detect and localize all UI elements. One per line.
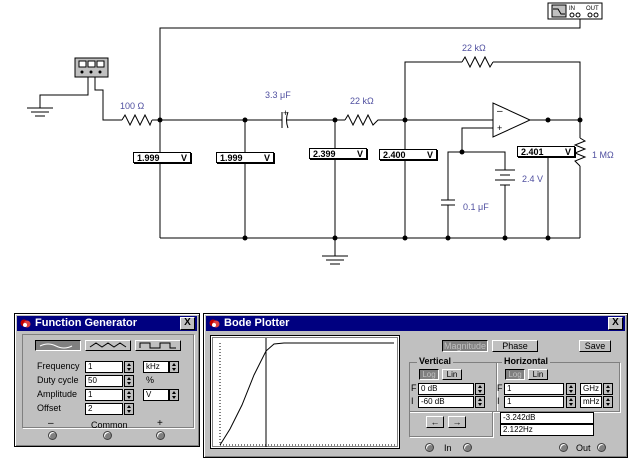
out-label: Out [576,443,591,453]
bode-icon-out-label: OUT [586,6,599,12]
cursor-left-button[interactable]: ← [426,416,444,428]
horizontal-log-button[interactable]: Log [505,369,525,380]
app-icon [20,319,31,328]
readout-db: -3.242dB [500,412,594,424]
amplitude-unit-spinner[interactable] [169,389,179,401]
common-terminal[interactable] [103,431,112,440]
duty-cycle-unit: % [146,375,155,385]
potentiometer-label: 1 MΩ [592,150,614,160]
bode-plotter-titlebar[interactable]: Bode Plotter X [206,316,625,331]
settings-group [22,334,194,428]
horizontal-title: Horizontal [502,356,550,366]
duty-cycle-spinner[interactable] [124,375,134,387]
capacitor-bias-label: 0.1 μF [463,202,489,212]
horizontal-final-unit-spinner[interactable] [603,383,613,395]
vertical-f-label: F [411,383,417,393]
vertical-initial-input[interactable]: -60 dB [418,396,474,408]
vertical-final-input[interactable]: 0 dB [418,383,474,395]
phase-button[interactable]: Phase [492,340,538,352]
resistor-100-label: 100 Ω [120,101,145,111]
cursor-right-button[interactable]: → [448,416,466,428]
in-terminal-plus[interactable] [463,443,472,452]
resistor-22k-label: 22 kΩ [350,96,374,106]
arrow-left-icon: ← [430,417,440,427]
close-button[interactable]: X [608,317,623,330]
function-generator-titlebar[interactable]: Function Generator X [17,316,197,331]
in-label: In [444,443,452,453]
bode-trace [219,342,394,446]
magnitude-button[interactable]: Magnitude [442,340,488,352]
frequency-label: Frequency [37,361,80,371]
bode-plot-screen[interactable] [210,335,400,449]
vertical-initial-spinner[interactable] [475,396,485,408]
amplitude-label: Amplitude [37,389,78,399]
arrow-right-icon: → [452,417,462,427]
horizontal-f-label: F [497,383,503,393]
battery-label: 2.4 V [522,174,544,184]
amplitude-unit-input[interactable]: V [143,389,169,401]
amplitude-input[interactable]: 1 [85,389,123,401]
frequency-unit-spinner[interactable] [169,361,179,373]
svg-text:+: + [497,123,502,133]
horizontal-final-unit[interactable]: GHz [580,383,602,395]
horizontal-final-input[interactable]: 1 [504,383,564,395]
offset-label: Offset [37,403,61,413]
frequency-input[interactable]: 1 [85,361,123,373]
plus-terminal[interactable] [156,431,165,440]
frequency-unit-input[interactable]: kHz [143,361,169,373]
sine-wave-icon [39,343,73,349]
resistor-feedback-label: 22 kΩ [462,43,486,53]
square-wave-icon [139,342,176,349]
horizontal-group [496,362,620,412]
minus-terminal-label: – [48,418,54,429]
horizontal-initial-unit-spinner[interactable] [603,396,613,408]
plus-terminal-label: + [157,418,163,429]
triangle-wave-button[interactable] [85,340,131,351]
app-icon [209,319,220,328]
offset-spinner[interactable] [124,403,134,415]
horizontal-initial-spinner[interactable] [566,396,576,408]
out-terminal-plus[interactable] [597,443,606,452]
horizontal-i-label: I [497,396,500,406]
capacitor-input-label: 3.3 μF [265,90,291,100]
vertical-i-label: I [411,396,414,406]
triangle-wave-icon [89,342,127,348]
in-terminal-minus[interactable] [425,443,434,452]
horizontal-final-spinner[interactable] [566,383,576,395]
duty-cycle-label: Duty cycle [37,375,79,385]
svg-text:+: + [283,108,288,118]
close-button[interactable]: X [180,317,195,330]
cursor-group [409,411,493,437]
horizontal-lin-button[interactable]: Lin [528,369,548,380]
vertical-lin-button[interactable]: Lin [442,369,462,380]
horizontal-initial-unit[interactable]: mHz [580,396,602,408]
vertical-log-button[interactable]: Log [419,369,439,380]
duty-cycle-input[interactable]: 50 [85,375,123,387]
function-generator-title: Function Generator [35,317,138,329]
sine-wave-button[interactable] [35,340,81,351]
bode-plotter-title: Bode Plotter [224,317,290,329]
save-button[interactable]: Save [579,340,611,352]
function-generator-window: Function Generator X Frequency 1 kHz Dut… [14,313,200,447]
offset-input[interactable]: 2 [85,403,123,415]
out-terminal-minus[interactable] [559,443,568,452]
bode-plotter-window: Bode Plotter X Magnitude Phase Save Vert… [203,313,628,458]
frequency-spinner[interactable] [124,361,134,373]
vertical-title: Vertical [417,356,454,366]
readout-frequency: 2.122Hz [500,424,594,436]
common-terminal-label: Common [91,420,128,430]
horizontal-initial-input[interactable]: 1 [504,396,564,408]
minus-terminal[interactable] [48,431,57,440]
svg-text:–: – [497,106,503,117]
bode-icon-in-label: IN [569,6,575,12]
vertical-final-spinner[interactable] [475,383,485,395]
square-wave-button[interactable] [135,340,181,351]
amplitude-spinner[interactable] [124,389,134,401]
